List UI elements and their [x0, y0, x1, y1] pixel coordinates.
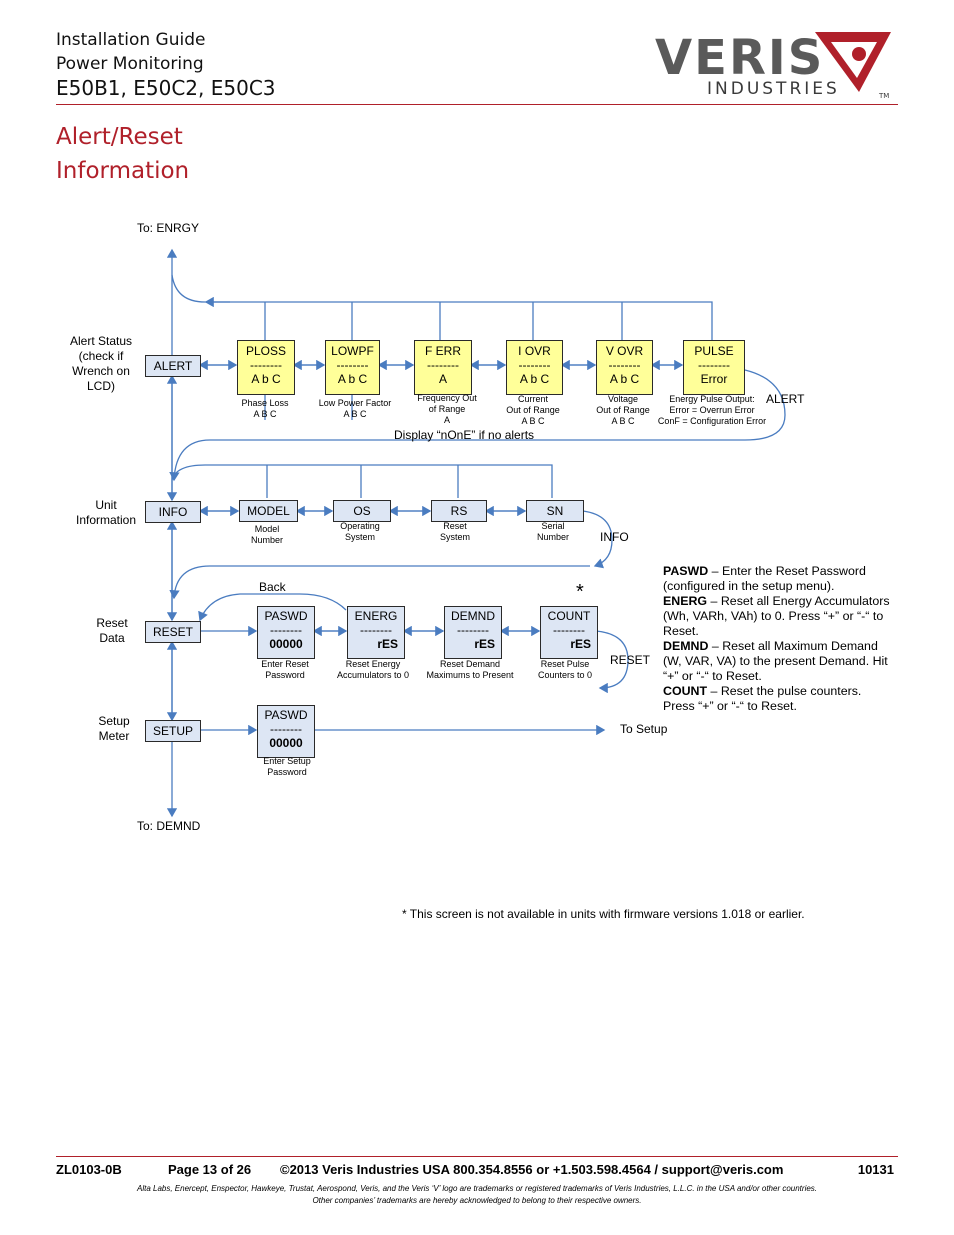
logo-main-text: VERIS	[655, 30, 824, 86]
to-setup-label: To Setup	[620, 722, 668, 736]
veris-logo: VERIS INDUSTRIES TM	[655, 30, 891, 100]
footer-page: Page 13 of 26	[168, 1162, 252, 1177]
sn-screen: SN	[526, 500, 584, 522]
pulse-screen: PULSE--------Error	[683, 340, 745, 395]
model-screen: MODEL	[239, 500, 298, 522]
section-title-line-1: Alert/Reset	[56, 124, 183, 150]
info-side-label: Unit Information	[75, 498, 137, 527]
header-rule	[56, 104, 898, 105]
section-title: Alert/Reset Information	[56, 120, 189, 188]
energ-screen[interactable]: ENERG--------rES	[347, 606, 405, 659]
reset-paswd-screen[interactable]: PASWD--------00000	[257, 606, 315, 659]
logo-tm: TM	[878, 92, 889, 100]
pulse-caption: Energy Pulse Output:Error = Overrun Erro…	[657, 394, 767, 426]
alert-key[interactable]: ALERT	[145, 355, 201, 377]
footer-doc-id: ZL0103-0B	[56, 1162, 122, 1177]
header-line-1: Installation Guide	[56, 30, 206, 50]
display-none-note: Display “nOnE” if no alerts	[394, 428, 535, 442]
reset-side-label: Reset Data	[96, 616, 128, 645]
alert-side-label: Alert Status (check if Wrench on LCD)	[69, 334, 133, 393]
document-header: Installation Guide Power Monitoring E50B…	[56, 28, 276, 100]
footer-code: 10131	[857, 1162, 894, 1177]
firmware-note: * This screen is not available in units …	[402, 907, 805, 921]
setup-paswd-screen[interactable]: PASWD--------00000	[257, 705, 315, 758]
to-energy-label: To: ENRGY	[137, 221, 200, 235]
reset-loop-label: RESET	[610, 653, 651, 667]
footer-copyright: ©2013 Veris Industries USA 800.354.8556 …	[280, 1162, 784, 1177]
os-screen: OS	[333, 500, 391, 522]
demnd-screen[interactable]: DEMND--------rES	[444, 606, 502, 659]
setup-side-label: Setup Meter	[98, 714, 130, 743]
reset-key[interactable]: RESET	[145, 621, 201, 643]
asterisk-mark: *	[576, 581, 584, 603]
info-key[interactable]: INFO	[145, 501, 201, 523]
note-count: COUNT – Reset the pulse counters. Press …	[663, 684, 862, 713]
count-screen[interactable]: COUNT--------rES	[540, 606, 598, 659]
setup-key[interactable]: SETUP	[145, 720, 201, 742]
section-title-line-2: Information	[56, 158, 190, 184]
footer-rule	[56, 1156, 898, 1157]
to-demnd-label: To: DEMND	[137, 819, 201, 833]
ferr-screen: F ERR--------A	[414, 340, 472, 395]
lowpf-screen: LOWPF--------A b C	[325, 340, 380, 395]
iovr-screen: I OVR--------A b C	[506, 340, 563, 395]
back-label: Back	[259, 580, 286, 594]
note-demnd: DEMND – Reset all Maximum Demand (W, VAR…	[663, 639, 888, 683]
info-loop-label: INFO	[600, 530, 629, 544]
reset-notes: PASWD – Enter the Reset Password (config…	[663, 564, 893, 714]
footer-trademarks: Alta Labs, Enercept, Enspector, Hawkeye,…	[136, 1184, 818, 1205]
ploss-screen: PLOSS--------A b C	[237, 340, 295, 395]
note-paswd: PASWD – Enter the Reset Password (config…	[663, 564, 866, 593]
header-line-3: E50B1, E50C2, E50C3	[56, 76, 276, 100]
note-energ: ENERG – Reset all Energy Accumulators (W…	[663, 594, 890, 638]
rs-screen: RS	[431, 500, 487, 522]
header-line-2: Power Monitoring	[56, 54, 204, 74]
alert-loop-label: ALERT	[766, 392, 805, 406]
logo-sub-text: INDUSTRIES	[707, 79, 840, 99]
vovr-screen: V OVR--------A b C	[596, 340, 653, 395]
